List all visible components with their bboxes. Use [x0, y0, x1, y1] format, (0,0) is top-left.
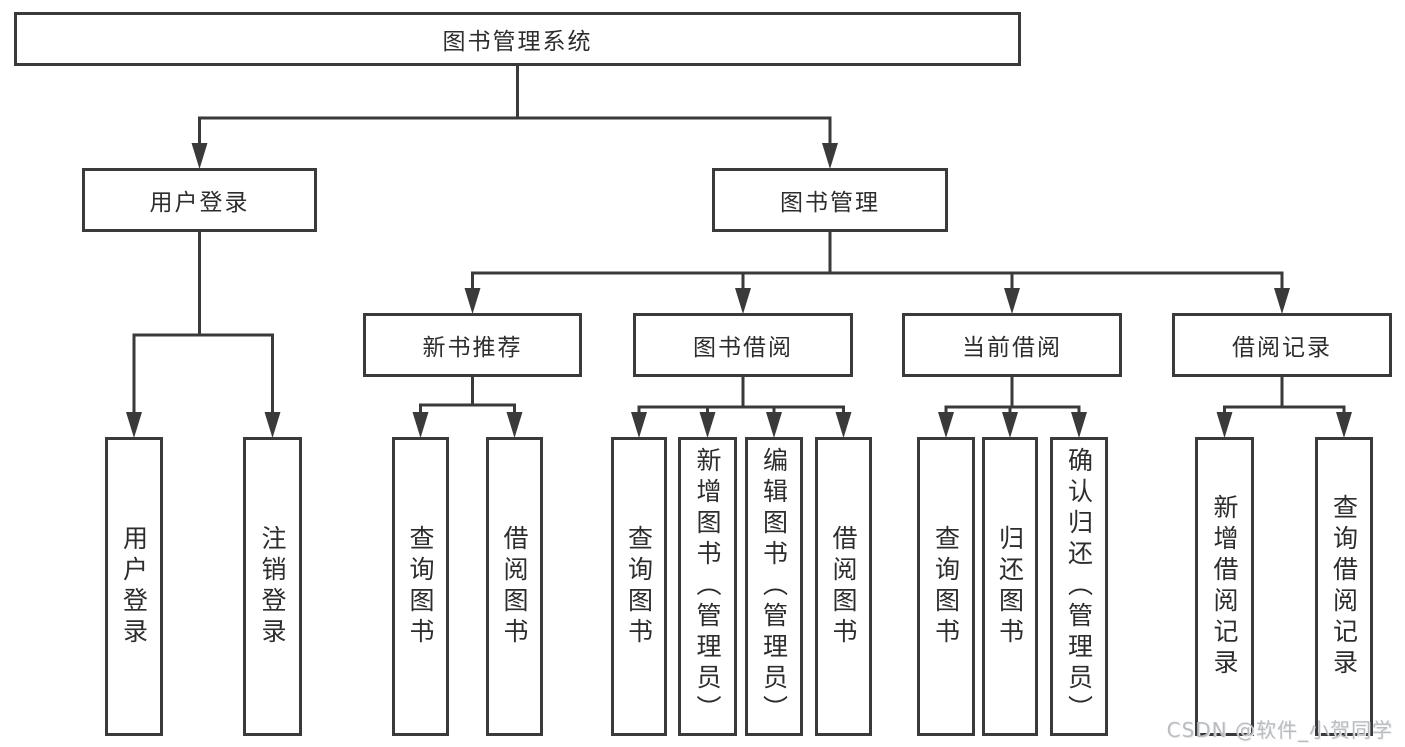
arrowhead — [1002, 412, 1018, 438]
arrowhead — [822, 143, 838, 169]
node-new-book-rec: 新书推荐 — [363, 313, 582, 377]
arrowhead — [1216, 412, 1233, 438]
arrowhead — [464, 288, 481, 314]
arrowhead — [938, 412, 954, 438]
arrowhead — [191, 143, 208, 169]
node-leaf-cb-query: 查询图书 — [917, 437, 975, 736]
node-leaf-logout: 注销登录 — [243, 437, 302, 736]
arrowhead — [1004, 288, 1020, 314]
arrowhead — [1274, 288, 1290, 314]
node-current-borrow: 当前借阅 — [902, 313, 1122, 377]
node-leaf-cb-return: 归还图书 — [982, 437, 1038, 736]
node-leaf-br-query: 查询借阅记录 — [1315, 437, 1373, 736]
arrowhead — [1071, 412, 1087, 438]
node-leaf-bb-borrow: 借阅图书 — [815, 437, 872, 736]
node-book-mgmt: 图书管理 — [712, 168, 948, 232]
node-user-login: 用户登录 — [82, 168, 317, 232]
arrowhead — [412, 412, 429, 438]
node-book-borrow: 图书借阅 — [633, 313, 853, 377]
arrowhead — [699, 412, 716, 438]
node-leaf-cb-confirm: 确认归还（管理员） — [1050, 437, 1108, 736]
arrowhead — [264, 412, 281, 438]
arrowhead — [835, 412, 852, 438]
node-borrow-record: 借阅记录 — [1172, 313, 1392, 377]
arrowhead — [126, 412, 142, 438]
node-leaf-bb-edit: 编辑图书（管理员） — [745, 437, 803, 736]
arrowhead — [631, 412, 647, 438]
node-leaf-bb-query: 查询图书 — [611, 437, 667, 736]
node-leaf-rec-borrow: 借阅图书 — [486, 437, 543, 736]
node-leaf-br-add: 新增借阅记录 — [1195, 437, 1254, 736]
node-root: 图书管理系统 — [14, 12, 1021, 66]
node-leaf-user-login: 用户登录 — [105, 437, 163, 736]
node-leaf-bb-add: 新增图书（管理员） — [678, 437, 737, 736]
arrowhead — [766, 412, 782, 438]
node-leaf-rec-query: 查询图书 — [392, 437, 449, 736]
arrowhead — [506, 412, 523, 438]
arrowhead — [735, 288, 751, 314]
watermark: CSDN @软件_小贺同学 — [1166, 718, 1393, 742]
arrowhead — [1336, 412, 1352, 438]
